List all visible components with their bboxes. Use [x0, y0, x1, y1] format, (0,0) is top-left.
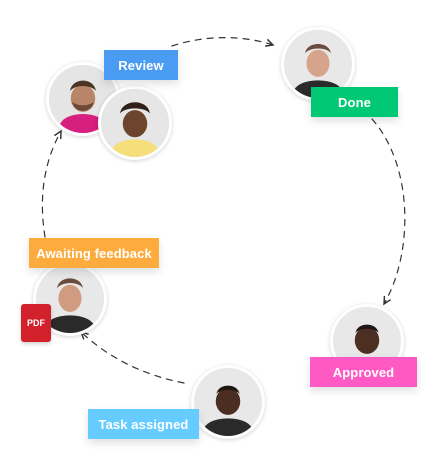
arrow-review-to-done [171, 37, 273, 46]
pdf-file-icon[interactable]: PDF [21, 304, 51, 342]
avatar-reviewer-2 [98, 86, 172, 160]
arrow-task-assigned-to-awaiting [81, 332, 185, 384]
status-label-done: Done [311, 87, 398, 117]
status-label-approved: Approved [310, 357, 417, 387]
status-label-review: Review [104, 50, 178, 80]
arrow-awaiting-to-review [41, 131, 61, 238]
pdf-file-label: PDF [27, 318, 45, 328]
avatar-task-assigned-user [191, 365, 265, 439]
arrow-done-to-approved [371, 118, 406, 304]
status-label-task-assigned: Task assigned [88, 409, 199, 439]
status-label-awaiting-feedback: Awaiting feedback [29, 238, 159, 268]
